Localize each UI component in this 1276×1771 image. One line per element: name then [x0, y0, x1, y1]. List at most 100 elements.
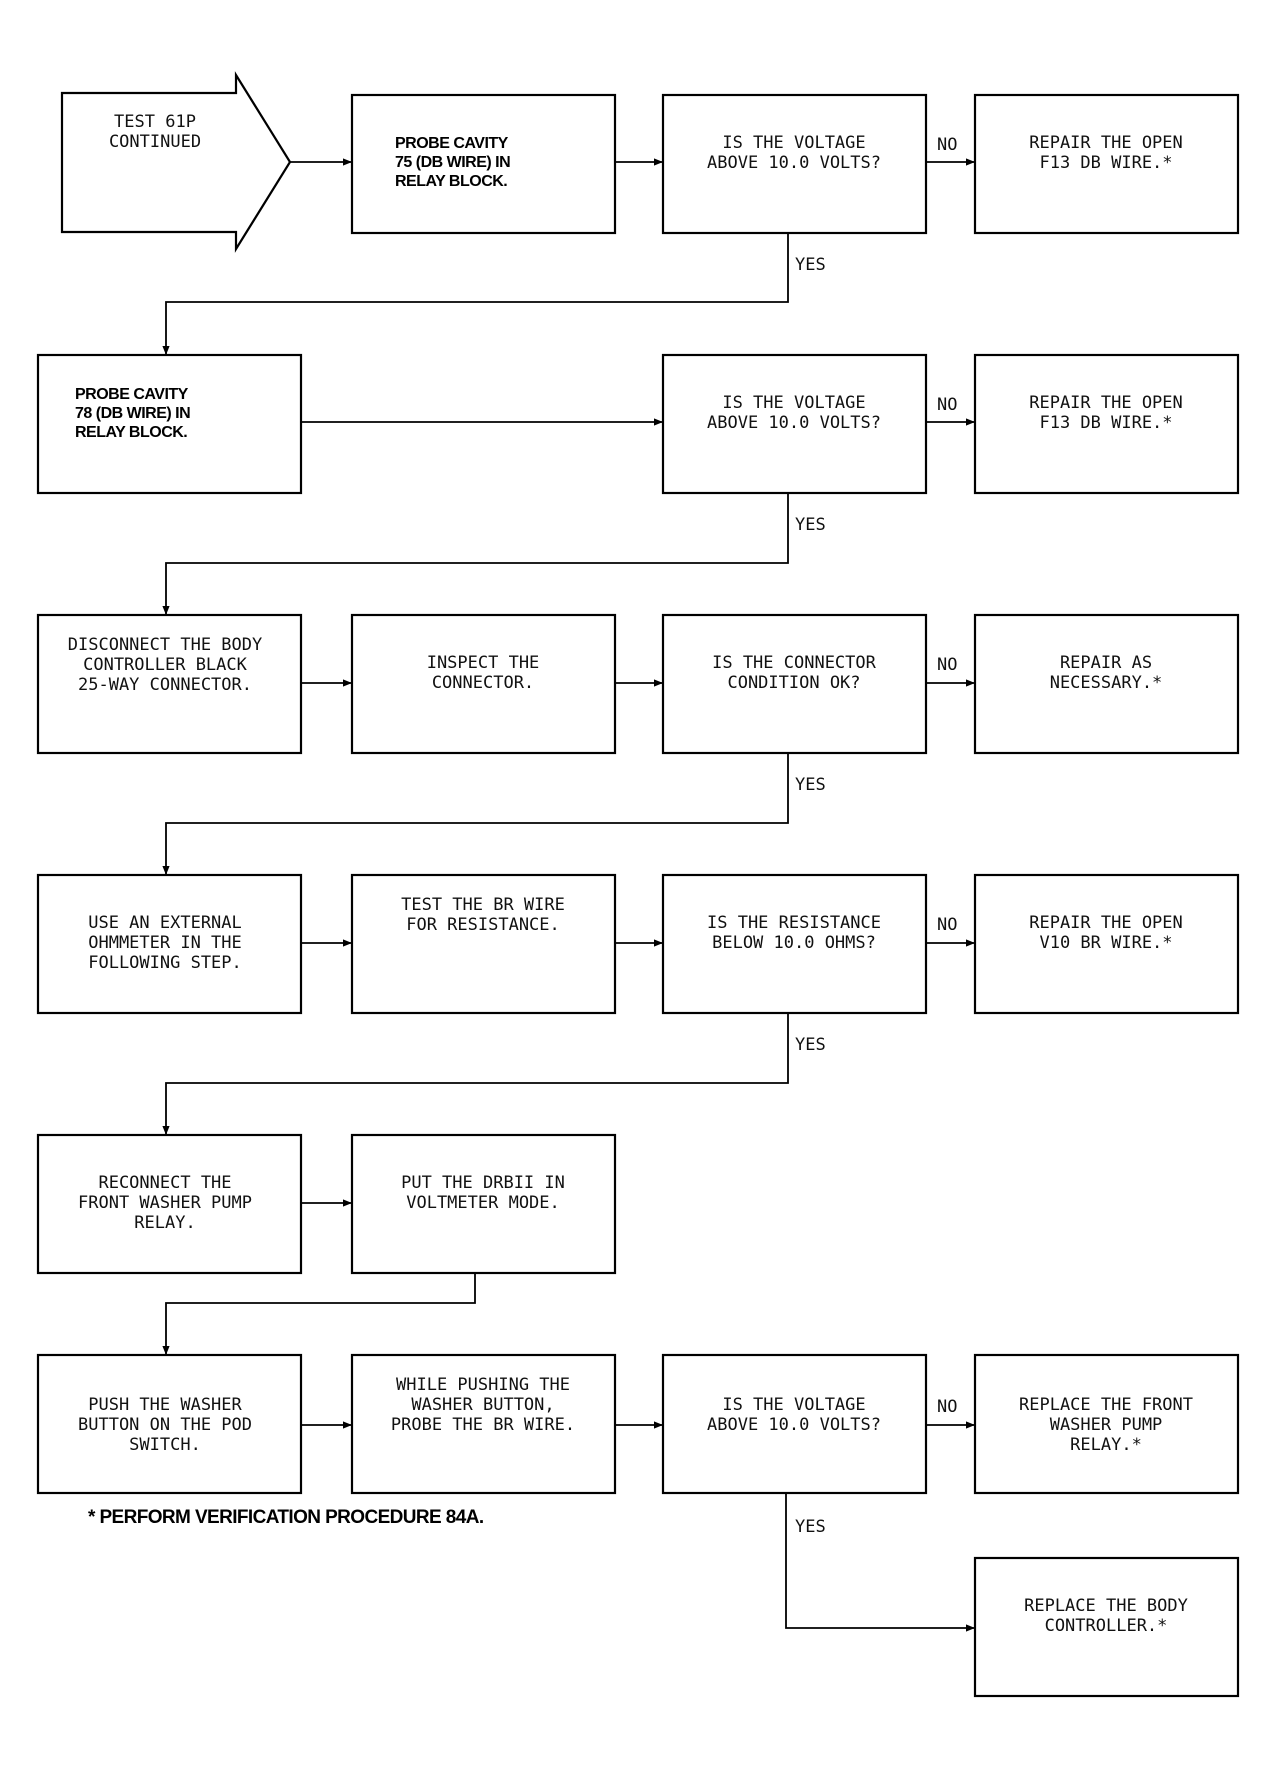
text-line: PROBE CAVITY: [75, 386, 189, 403]
text-line: 75 (DB WIRE) IN: [395, 154, 510, 171]
text-line: REPAIR THE OPEN: [1029, 393, 1183, 413]
arrow-volt3-yes: [785, 1493, 975, 1632]
text-line: F13 DB WIRE.*: [1039, 153, 1172, 173]
arrow-resist-yes: [162, 1013, 789, 1135]
text-line: 78 (DB WIRE) IN: [75, 405, 190, 422]
text-line: BELOW 10.0 OHMS?: [712, 933, 876, 953]
text-line: V10 BR WIRE.*: [1039, 933, 1172, 953]
text-line: ABOVE 10.0 VOLTS?: [707, 1415, 881, 1435]
text-line: CONTROLLER BLACK: [83, 655, 248, 675]
text-line: FOLLOWING STEP.: [88, 953, 242, 973]
text-line: PROBE THE BR WIRE.: [391, 1415, 575, 1435]
text-line: PUT THE DRBII IN: [401, 1173, 565, 1193]
text-line: WHILE PUSHING THE: [396, 1375, 570, 1395]
label-no-2: NO: [937, 395, 957, 415]
label-yes-1: YES: [795, 255, 826, 275]
text-line: CONTROLLER.*: [1045, 1616, 1168, 1636]
label-no-5: NO: [937, 1397, 957, 1417]
box-probe-cavity-78: PROBE CAVITY 78 (DB WIRE) IN RELAY BLOCK.: [36, 353, 303, 495]
text-line: VOLTMETER MODE.: [406, 1193, 560, 1213]
branch-labels: NO YES NO YES NO YES NO YES NO YES: [795, 135, 957, 1537]
text-line: IS THE CONNECTOR: [712, 653, 877, 673]
text-line: F13 DB WIRE.*: [1039, 413, 1172, 433]
text-line: PUSH THE WASHER: [88, 1395, 242, 1415]
text-line: IS THE VOLTAGE: [722, 133, 865, 153]
text-line: ABOVE 10.0 VOLTS?: [707, 153, 881, 173]
text-line: REPAIR AS: [1060, 653, 1152, 673]
text-line: RELAY BLOCK.: [75, 424, 187, 441]
text-line: REPAIR THE OPEN: [1029, 913, 1183, 933]
text-line: FRONT WASHER PUMP: [78, 1193, 252, 1213]
text-line: CONNECTOR.: [432, 673, 534, 693]
label-yes-4: YES: [795, 1035, 826, 1055]
arrow-conncond-yes: [162, 753, 789, 875]
text-line: ABOVE 10.0 VOLTS?: [707, 413, 881, 433]
text-line: CONDITION OK?: [727, 673, 860, 693]
label-yes-2: YES: [795, 515, 826, 535]
arrow-volt2-yes: [162, 493, 789, 615]
text-line: 25-WAY CONNECTOR.: [78, 675, 252, 695]
text-line: NECESSARY.*: [1050, 673, 1163, 693]
text-line: RELAY.*: [1070, 1435, 1142, 1455]
text-line: CONTINUED: [109, 132, 201, 152]
box-probe-cavity-75: PROBE CAVITY 75 (DB WIRE) IN RELAY BLOCK.: [350, 93, 617, 235]
text-line: REPAIR THE OPEN: [1029, 133, 1183, 153]
arrow-volt1-yes: [162, 233, 789, 355]
label-no-3: NO: [937, 655, 957, 675]
text-line: TEST THE BR WIRE: [401, 895, 565, 915]
text-line: WASHER PUMP: [1050, 1415, 1163, 1435]
arrow-putdrb-to-push: [162, 1273, 476, 1355]
text-line: OHMMETER IN THE: [88, 933, 242, 953]
label-yes-3: YES: [795, 775, 826, 795]
text-line: DISCONNECT THE BODY: [68, 635, 262, 655]
text-line: RELAY BLOCK.: [395, 173, 507, 190]
label-no-1: NO: [937, 135, 957, 155]
text-line: RECONNECT THE: [98, 1173, 231, 1193]
text-line: REPLACE THE FRONT: [1019, 1395, 1193, 1415]
text-line: PROBE CAVITY: [395, 135, 509, 152]
text-line: WASHER BUTTON,: [411, 1395, 554, 1415]
text-line: SWITCH.: [129, 1435, 201, 1455]
text-line: INSPECT THE: [427, 653, 540, 673]
text-line: FOR RESISTANCE.: [406, 915, 560, 935]
box-probe-cavity-78-text: PROBE CAVITY 78 (DB WIRE) IN RELAY BLOCK.: [75, 386, 190, 441]
text-line: IS THE VOLTAGE: [722, 1395, 865, 1415]
text-line: BUTTON ON THE POD: [78, 1415, 252, 1435]
